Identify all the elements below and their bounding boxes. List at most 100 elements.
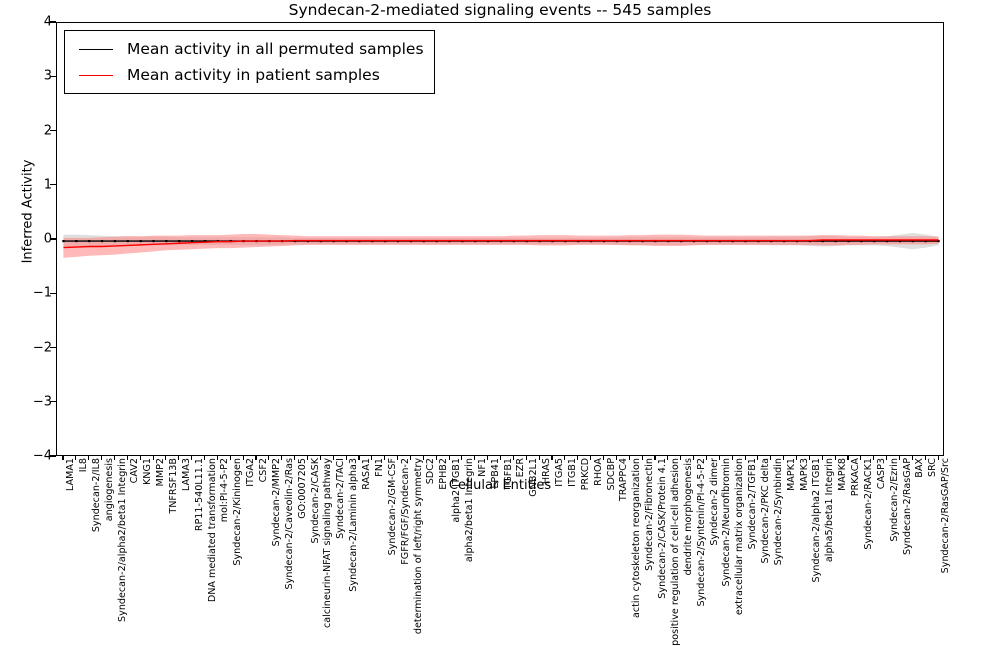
x-axis-tick-mark — [860, 456, 862, 460]
x-axis-tick-mark — [204, 456, 206, 460]
x-axis-tick-mark — [538, 456, 540, 460]
x-axis-tick-label: alpha2/beta1 Integrin — [463, 458, 475, 563]
data-point-marker — [75, 239, 78, 243]
x-axis-tick-label: Syndecan-2 dimer — [708, 458, 720, 546]
data-point-marker — [152, 239, 155, 243]
y-axis-tick-label: 2 — [43, 123, 52, 138]
data-point-marker — [860, 239, 863, 243]
legend-label-permuted: Mean activity in all permuted samples — [127, 40, 424, 58]
legend-item: Mean activity in all permuted samples — [71, 36, 424, 62]
x-axis-tick-label: Syndecan-2/MMP2 — [270, 458, 282, 547]
x-axis-tick-label: Syndecan-2/TGFB1 — [747, 458, 759, 550]
plot-area — [56, 22, 944, 456]
x-axis-tick-mark — [602, 456, 605, 460]
x-axis-tick-label: Syndecan-2/Kininogen — [232, 458, 244, 566]
x-axis-tick-mark — [139, 456, 141, 460]
x-axis-tick-label: BAX — [914, 458, 926, 478]
x-axis-tick-label: SRC — [927, 458, 939, 477]
x-axis-tick-mark — [306, 456, 309, 460]
x-axis-tick-label: FGFR/FGF/Syndecan-2 — [399, 458, 411, 565]
legend-swatch-patient — [79, 74, 113, 76]
x-axis-tick-label: Syndecan-2/GM-CSF — [386, 458, 398, 556]
x-axis-tick-mark — [294, 456, 296, 460]
x-axis-tick-mark — [693, 456, 695, 460]
x-axis-tick-mark — [615, 456, 617, 460]
red-band — [63, 234, 939, 258]
y-axis-tick-label: 0 — [43, 231, 52, 247]
y-axis-tick-mark — [50, 21, 56, 23]
x-axis-label: Cellular Entities — [448, 478, 552, 493]
y-axis-tick-mark — [50, 401, 56, 403]
x-axis-tick-mark — [628, 456, 630, 460]
x-axis-tick-mark — [384, 456, 386, 460]
y-axis-tick-mark — [50, 184, 56, 186]
x-axis-tick-mark — [834, 456, 836, 460]
data-point-marker — [178, 239, 181, 243]
data-point-marker — [139, 239, 142, 243]
x-axis-tick-mark — [152, 456, 154, 460]
data-point-marker — [885, 239, 889, 243]
x-axis-tick-label: alpha5/beta1 Integrin — [824, 458, 836, 563]
x-axis-tick-mark — [641, 456, 643, 460]
data-point-marker — [873, 239, 876, 243]
x-axis-tick-mark — [448, 456, 450, 460]
data-point-marker — [165, 239, 168, 243]
chart-legend: Mean activity in all permuted samples Me… — [64, 30, 435, 94]
y-axis-tick-label: −4 — [32, 448, 52, 464]
x-axis-tick-label: Syndecan-2/Fibronectin — [644, 458, 656, 571]
x-axis-tick-mark — [178, 456, 180, 460]
x-axis-tick-mark — [101, 456, 103, 460]
x-axis-tick-mark — [435, 456, 437, 460]
x-axis-tick-mark — [847, 456, 849, 460]
legend-label-patient: Mean activity in patient samples — [127, 66, 380, 84]
x-axis-tick-mark — [474, 456, 476, 460]
x-axis-tick-label: Syndecan-2/alpha2 ITGB1 — [811, 458, 823, 583]
x-axis-tick-label: IL8 — [77, 458, 89, 473]
x-axis-tick-mark — [191, 456, 193, 460]
x-axis-tick-label: FN1 — [373, 458, 385, 477]
y-axis-tick-mark — [50, 238, 56, 240]
x-axis-tick-mark — [654, 456, 656, 460]
y-axis-tick-mark — [50, 75, 56, 77]
x-axis-tick-mark — [731, 456, 733, 460]
x-axis-tick-label: EZR — [515, 458, 527, 478]
x-axis-tick-mark — [680, 456, 682, 460]
x-axis-tick-mark — [564, 456, 566, 460]
patient-mean-line — [63, 239, 939, 249]
data-point-marker — [898, 239, 902, 243]
x-axis-tick-mark — [358, 456, 360, 460]
x-axis-tick-mark — [770, 456, 772, 460]
x-axis-tick-mark — [512, 456, 514, 460]
x-axis-tick-mark — [397, 456, 399, 460]
x-axis-tick-mark — [229, 456, 231, 460]
x-axis-tick-mark — [255, 456, 257, 460]
data-point-marker — [62, 239, 65, 243]
data-point-marker — [88, 239, 91, 243]
x-axis-tick-mark — [268, 456, 270, 460]
x-axis-tick-mark — [165, 456, 167, 460]
x-axis-tick-mark — [898, 456, 901, 460]
data-point-marker — [126, 239, 129, 243]
x-axis-tick-mark — [911, 456, 913, 460]
legend-swatch-permuted — [79, 48, 113, 50]
data-point-marker — [847, 239, 850, 243]
data-point-marker — [100, 239, 104, 243]
x-axis-tick-mark — [551, 456, 553, 460]
x-axis-tick-label: Syndecan-2/RasGAP/Src — [940, 458, 952, 574]
x-axis-tick-label: NF1 — [476, 458, 488, 477]
plot-svg — [62, 232, 940, 258]
y-axis-tick-label: −1 — [32, 285, 52, 301]
x-axis-tick-mark — [113, 456, 115, 460]
x-axis-tick-mark — [873, 456, 875, 460]
x-axis-tick-label: Syndecan-2/IL8 — [90, 458, 102, 533]
legend-item: Mean activity in patient samples — [71, 62, 424, 88]
y-axis-tick-label: 3 — [43, 68, 52, 84]
y-axis-tick-label: 4 — [43, 14, 52, 30]
y-axis-tick-label: −3 — [32, 394, 52, 410]
x-axis-tick-mark — [216, 456, 218, 460]
x-axis-tick-mark — [75, 456, 77, 460]
y-axis-tick-mark — [50, 129, 56, 132]
data-point-marker — [203, 239, 207, 243]
x-axis-tick-mark — [409, 456, 411, 460]
x-axis-tick-label: Syndecan-2/TACI — [335, 458, 347, 539]
